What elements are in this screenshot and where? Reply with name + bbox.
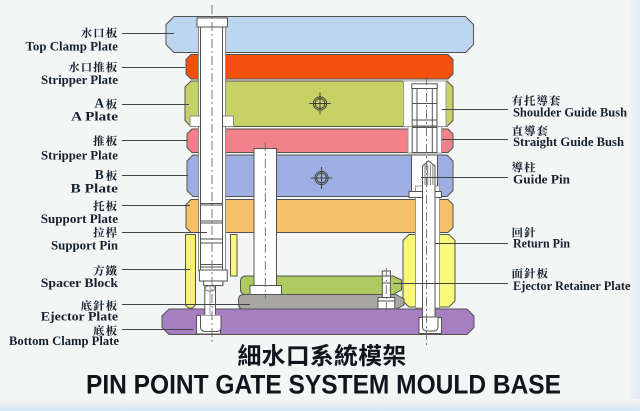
svg-text:A Plate: A Plate	[71, 110, 118, 124]
svg-text:Stripper Plate: Stripper Plate	[41, 148, 118, 162]
svg-text:PIN POINT GATE SYSTEM MOULD BA: PIN POINT GATE SYSTEM MOULD BASE	[86, 370, 561, 400]
svg-text:Straight Guide Bush: Straight Guide Bush	[513, 135, 624, 149]
svg-text:Guide Pin: Guide Pin	[513, 172, 570, 186]
svg-text:A: A	[95, 96, 105, 111]
svg-text:Shoulder Guide Bush: Shoulder Guide Bush	[513, 105, 627, 119]
svg-text:Support Plate: Support Plate	[41, 212, 119, 226]
svg-text:B: B	[95, 167, 104, 182]
svg-text:Stripper Plate: Stripper Plate	[41, 73, 118, 87]
svg-text:Ejector Plate: Ejector Plate	[41, 309, 119, 323]
svg-text:Bottom Clamp Plate: Bottom Clamp Plate	[9, 334, 119, 348]
svg-text:Return Pin: Return Pin	[513, 237, 570, 251]
svg-text:Support Pin: Support Pin	[51, 239, 118, 253]
svg-text:Top Clamp Plate: Top Clamp Plate	[26, 40, 119, 54]
svg-text:Ejector Retainer Plate: Ejector Retainer Plate	[513, 279, 631, 293]
svg-text:Spacer Block: Spacer Block	[41, 276, 118, 290]
svg-text:B Plate: B Plate	[71, 182, 119, 196]
